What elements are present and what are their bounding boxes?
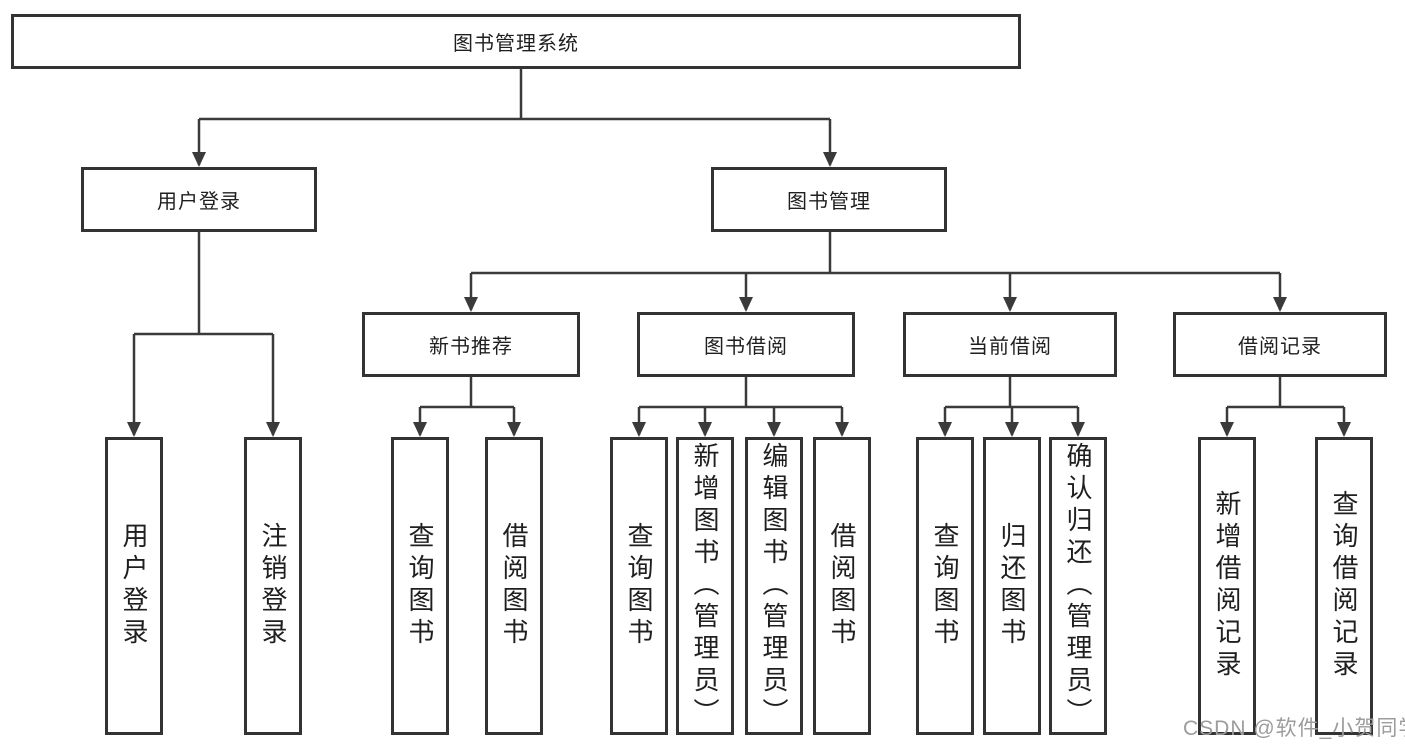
leaf-query-borrow-record: 查询借阅记录 (1315, 437, 1373, 735)
node-book-management: 图书管理 (711, 167, 947, 232)
leaf-query-books-1-label: 查询图书 (405, 522, 435, 650)
leaf-add-books-admin-label: 新增图书（管理员） (690, 442, 720, 730)
leaf-confirm-return-admin-label: 确认归还（管理员） (1063, 442, 1093, 730)
connector-paths (132, 69, 1346, 435)
leaf-return-books: 归还图书 (983, 437, 1041, 735)
leaf-borrow-books-2-label: 借阅图书 (827, 522, 857, 650)
leaf-add-borrow-record-label: 新增借阅记录 (1212, 490, 1242, 682)
leaf-add-borrow-record: 新增借阅记录 (1198, 437, 1256, 735)
node-new-book-recommend-label: 新书推荐 (429, 336, 513, 358)
csdn-watermark: CSDN @软件_小贺同学 (1183, 717, 1405, 740)
leaf-logout-label: 注销登录 (258, 522, 288, 650)
leaf-user-login-label: 用户登录 (119, 522, 149, 650)
leaf-user-login: 用户登录 (105, 437, 163, 735)
leaf-query-books-3: 查询图书 (916, 437, 974, 735)
leaf-borrow-books-1: 借阅图书 (485, 437, 543, 735)
node-system-root-label: 图书管理系统 (453, 33, 579, 55)
node-book-borrow: 图书借阅 (637, 312, 855, 377)
node-user-login: 用户登录 (81, 167, 317, 232)
node-book-borrow-label: 图书借阅 (704, 336, 788, 358)
node-borrow-records-label: 借阅记录 (1238, 336, 1322, 358)
node-borrow-records: 借阅记录 (1173, 312, 1387, 377)
leaf-edit-books-admin: 编辑图书（管理员） (745, 437, 803, 735)
leaf-add-books-admin: 新增图书（管理员） (676, 437, 734, 735)
node-current-borrow: 当前借阅 (903, 312, 1117, 377)
leaf-confirm-return-admin: 确认归还（管理员） (1049, 437, 1107, 735)
leaf-logout: 注销登录 (244, 437, 302, 735)
node-current-borrow-label: 当前借阅 (968, 336, 1052, 358)
leaf-query-books-2: 查询图书 (610, 437, 668, 735)
node-book-management-label: 图书管理 (787, 191, 871, 213)
leaf-borrow-books-1-label: 借阅图书 (499, 522, 529, 650)
leaf-query-books-2-label: 查询图书 (624, 522, 654, 650)
arrowheads (127, 152, 1351, 437)
leaf-query-books-3-label: 查询图书 (930, 522, 960, 650)
node-new-book-recommend: 新书推荐 (362, 312, 580, 377)
node-system-root: 图书管理系统 (11, 14, 1021, 69)
leaf-edit-books-admin-label: 编辑图书（管理员） (759, 442, 789, 730)
leaf-query-borrow-record-label: 查询借阅记录 (1329, 490, 1359, 682)
leaf-return-books-label: 归还图书 (997, 522, 1027, 650)
leaf-borrow-books-2: 借阅图书 (813, 437, 871, 735)
node-user-login-label: 用户登录 (157, 191, 241, 213)
leaf-query-books-1: 查询图书 (391, 437, 449, 735)
